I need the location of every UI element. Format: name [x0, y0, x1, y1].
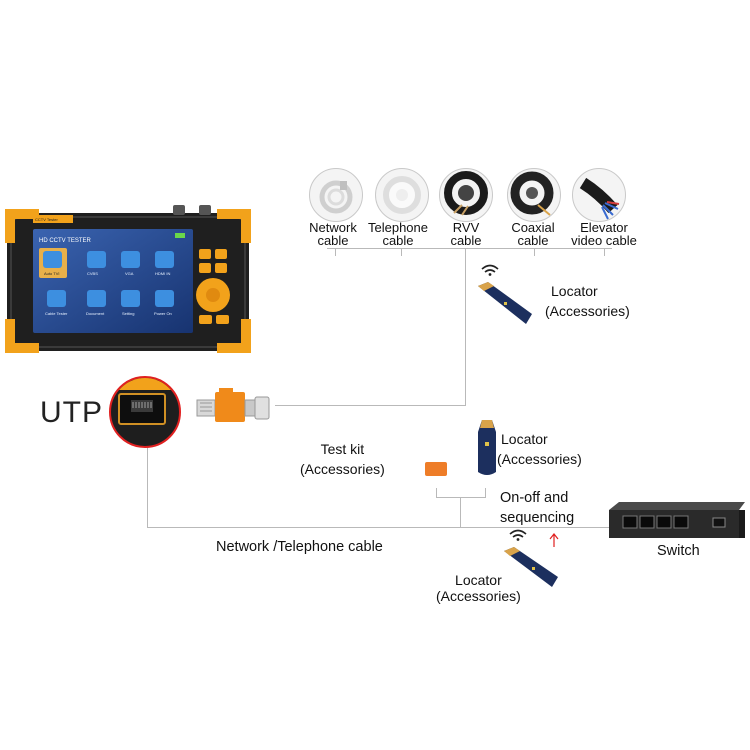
- test-kit-label-line2: (Accessories): [300, 461, 385, 477]
- onoff-sequencing-label: On-off and sequencing: [500, 488, 574, 528]
- app-label-auto-tvi: Auto TVI: [44, 271, 60, 276]
- cable-bus-line: [327, 248, 612, 249]
- app-label-vga: VGA: [125, 271, 134, 276]
- locator-top-label: Locator (Accessories): [545, 281, 630, 321]
- telephone-cable-image: [375, 168, 429, 222]
- network-switch-icon: [609, 502, 745, 538]
- coaxial-cable-label-line2: cable: [517, 233, 549, 248]
- app-icon-cvbs: CVBS: [83, 248, 111, 278]
- telephone-cable-label-line1: Telephone: [368, 220, 428, 235]
- test-kit-label-line1: Test kit: [320, 441, 365, 457]
- app-label-cable-tester: Cable Tester: [45, 311, 68, 316]
- coaxial-cable-label: Coaxial cable: [497, 221, 569, 247]
- hdmi-icon: [155, 251, 174, 268]
- red-arrow-icon: [549, 533, 559, 547]
- elevator-cable-label: Elevator video cable: [561, 221, 647, 247]
- telephone-cable-icon: [383, 176, 421, 214]
- device-brand-badge: CCTV Tester: [35, 217, 58, 222]
- onoff-label-line1: On-off and: [500, 490, 569, 506]
- elevator-cable-label-line2: video cable: [571, 233, 637, 248]
- device-body-graphic: [5, 205, 251, 353]
- device-screen-title: HD CCTV TESTER: [39, 238, 91, 244]
- network-cable-label-line1: Network: [309, 220, 357, 235]
- telephone-cable-label-line2: cable: [382, 233, 414, 248]
- test-kit-label: Test kit (Accessories): [300, 439, 385, 479]
- locator-top-label-line2: (Accessories): [545, 303, 630, 319]
- test-kit-device: [425, 462, 447, 476]
- utp-down-line: [147, 438, 148, 528]
- cable-tester-icon: [47, 290, 66, 307]
- app-icon-hdmi: HDMI IN: [151, 248, 179, 278]
- rvv-cable-label-line1: RVV: [452, 220, 480, 235]
- trunk-vertical-line: [465, 248, 466, 406]
- network-cable-image: [309, 168, 363, 222]
- app-icon-vga: VGA: [117, 248, 145, 278]
- locator-probe-bottom-icon: [504, 547, 558, 587]
- rj45-port-icon: [111, 378, 179, 425]
- app-label-power-on: Power On: [154, 311, 172, 316]
- network-cable-line: [147, 527, 610, 528]
- coaxial-cable-label-line1: Coaxial: [511, 220, 555, 235]
- vga-icon: [121, 251, 140, 268]
- bnc-to-trunk-line: [275, 405, 466, 406]
- test-kit-bracket-right: [485, 488, 486, 497]
- setting-icon: [121, 290, 140, 307]
- app-icon-setting: Setting: [117, 287, 145, 317]
- rvv-cable-icon: [444, 171, 488, 216]
- utp-port-zoom: [109, 376, 181, 448]
- app-label-hdmi: HDMI IN: [155, 271, 171, 276]
- network-cable-icon: [319, 180, 353, 214]
- cable-drop-1: [335, 248, 336, 256]
- locator-mid-label-line2: (Accessories): [497, 451, 582, 467]
- app-label-setting: Setting: [122, 311, 135, 316]
- locator-probe-top-icon: [478, 282, 532, 324]
- elevator-cable-image: [572, 168, 626, 222]
- locator-probe-mid-icon: [478, 420, 496, 475]
- bnc-rj45-adapter-icon: [196, 388, 270, 422]
- onoff-label-line2: sequencing: [500, 510, 575, 526]
- cable-drop-4: [534, 248, 535, 256]
- signal-icon-bottom: [509, 529, 527, 541]
- test-kit-bracket-bottom: [436, 497, 486, 498]
- coaxial-cable-image: [507, 168, 561, 222]
- rvv-cable-image: [439, 168, 493, 222]
- app-icon-document: Document: [83, 287, 111, 317]
- locator-bottom-label: Locator (Accessories): [436, 572, 521, 604]
- app-icon-cable-tester: Cable Tester: [43, 287, 71, 317]
- utp-label: UTP: [40, 396, 103, 429]
- app-icon-auto-tvi: Auto TVI: [39, 248, 67, 278]
- auto-tvi-icon: [43, 251, 62, 268]
- locator-top-label-line1: Locator: [551, 283, 598, 299]
- test-kit-bracket-left: [436, 488, 437, 497]
- app-label-document: Document: [86, 311, 105, 316]
- signal-icon-top: [481, 264, 499, 276]
- rvv-cable-label-line2: cable: [450, 233, 482, 248]
- app-icon-power-on: Power On: [151, 287, 179, 317]
- network-telephone-cable-label: Network /Telephone cable: [216, 539, 383, 555]
- cctv-tester-device: CCTV Tester HD CCTV TESTER Auto TVI CVBS…: [3, 203, 253, 355]
- cable-drop-5: [604, 248, 605, 256]
- elevator-cable-icon: [579, 177, 620, 220]
- app-label-cvbs: CVBS: [87, 271, 98, 276]
- coaxial-cable-icon: [510, 171, 554, 216]
- locator-bottom-label-line2: (Accessories): [436, 588, 521, 604]
- test-kit-stem: [460, 497, 461, 528]
- locator-mid-label: Locator (Accessories): [497, 429, 582, 469]
- locator-mid-label-line1: Locator: [501, 431, 548, 447]
- network-cable-label: Network cable: [297, 221, 369, 247]
- network-cable-label-line2: cable: [317, 233, 349, 248]
- rvv-cable-label: RVV cable: [430, 221, 502, 247]
- telephone-cable-label: Telephone cable: [362, 221, 434, 247]
- power-on-icon: [155, 290, 174, 307]
- elevator-cable-label-line1: Elevator: [580, 220, 628, 235]
- locator-bottom-label-line1: Locator: [455, 572, 502, 588]
- document-icon: [87, 290, 106, 307]
- switch-label: Switch: [657, 543, 700, 559]
- cvbs-icon: [87, 251, 106, 268]
- cable-drop-2: [401, 248, 402, 256]
